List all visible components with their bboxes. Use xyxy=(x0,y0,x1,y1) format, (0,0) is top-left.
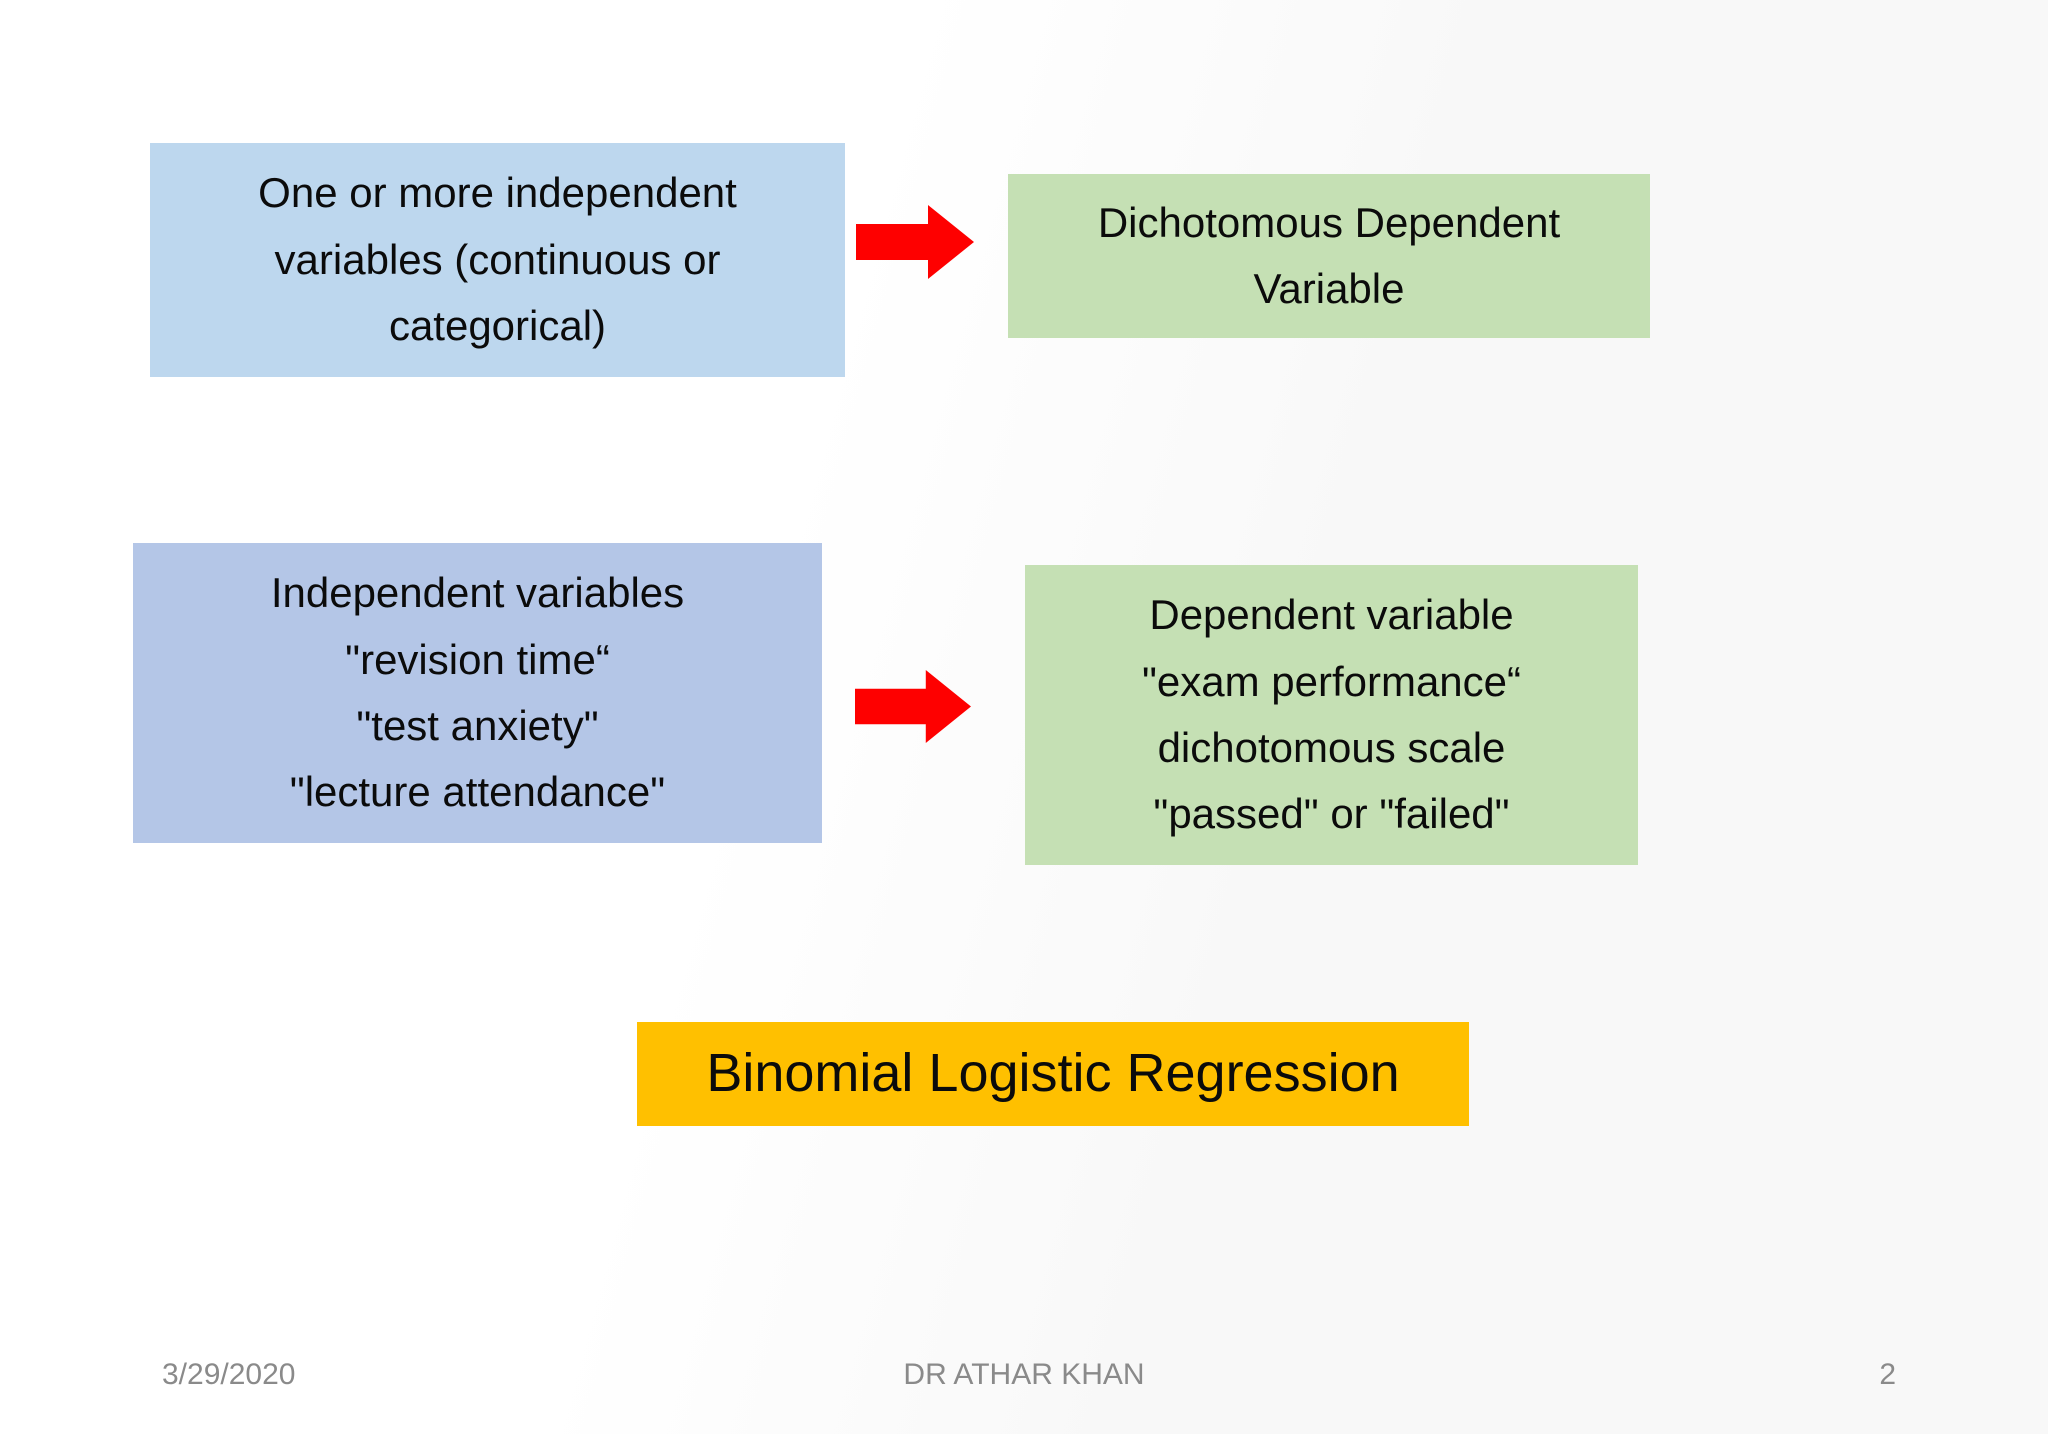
right-arrow-icon xyxy=(856,205,974,279)
box-dependent-variable-general: Dichotomous Dependent Variable xyxy=(1008,174,1650,338)
box-binomial-logistic-regression: Binomial Logistic Regression xyxy=(637,1022,1469,1126)
footer-author: DR ATHAR KHAN xyxy=(903,1358,1145,1391)
slide-footer: 3/29/2020 DR ATHAR KHAN 2 xyxy=(0,1358,2048,1402)
box-independent-variables-example-text: Independent variables "revision time“ "t… xyxy=(270,569,685,816)
footer-date: 3/29/2020 xyxy=(162,1358,296,1391)
box-binomial-logistic-regression-text: Binomial Logistic Regression xyxy=(706,1043,1400,1104)
box-dependent-variable-example: Dependent variable "exam performance“ di… xyxy=(1025,565,1638,865)
box-independent-variables-general-text: One or more independent variables (conti… xyxy=(258,169,737,350)
box-independent-variables-general: One or more independent variables (conti… xyxy=(150,143,845,377)
footer-page-number: 2 xyxy=(1879,1358,1896,1391)
box-dependent-variable-example-text: Dependent variable "exam performance“ di… xyxy=(1141,591,1522,838)
box-independent-variables-example: Independent variables "revision time“ "t… xyxy=(133,543,822,843)
right-arrow-icon xyxy=(855,670,971,743)
box-dependent-variable-general-text: Dichotomous Dependent Variable xyxy=(1097,198,1561,312)
